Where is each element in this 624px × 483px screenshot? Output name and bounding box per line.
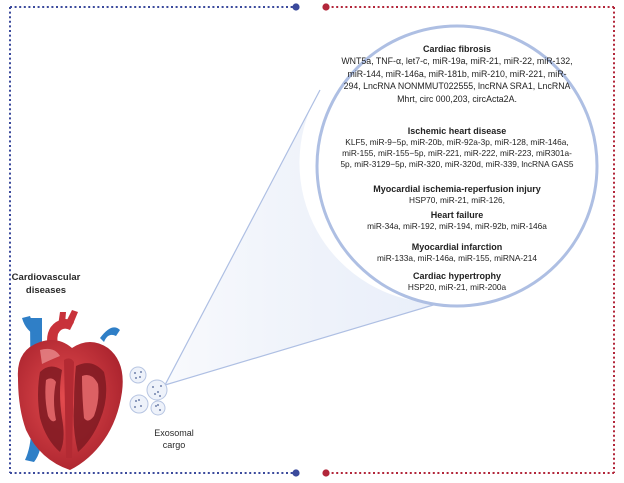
category-title: Myocardial infarction (411, 242, 503, 252)
category-items: HSP20, miR-21, miR-200a (407, 282, 507, 292)
category-cardiac-fibrosis: Cardiac fibrosis WNT5a, TNF-α, let7-c, m… (339, 44, 575, 105)
category-myocardial-ischemia-reperfusion-injury: Myocardial ischemia-reperfusion injury H… (339, 184, 575, 206)
frame-dot-bottom-blue (292, 469, 300, 477)
category-items: miR-34a, miR-192, miR-194, miR-92b, miR-… (367, 221, 547, 231)
cardiovascular-diseases-title: Cardiovascular diseases (11, 272, 81, 296)
frame-dot-top-blue (292, 3, 300, 11)
category-items: KLF5, miR-9−5p, miR-20b, miR-92a-3p, miR… (340, 137, 574, 169)
category-myocardial-infarction: Myocardial infarction miR-133a, miR-146a… (339, 242, 575, 264)
zoom-beam-edge-lower (164, 302, 441, 386)
category-items: miR-133a, miR-146a, miR-155, miRNA-214 (377, 253, 537, 263)
zoom-beam-edge-upper (164, 89, 321, 386)
category-title: Myocardial ischemia-reperfusion injury (373, 184, 541, 194)
zoom-circle (315, 24, 599, 308)
category-title: Cardiac hypertrophy (412, 271, 502, 281)
frame-border (9, 3, 615, 477)
category-ischemic-heart-disease: Ischemic heart disease KLF5, miR-9−5p, m… (339, 126, 575, 170)
heart-illustration (17, 310, 123, 470)
category-items: WNT5a, TNF-α, let7-c, miR-19a, miR-21, m… (341, 56, 573, 104)
frame-dot-bottom-red (322, 469, 330, 477)
category-title: Cardiac fibrosis (422, 44, 492, 54)
frame-dot-top-red (322, 3, 330, 11)
exosome-vesicles (129, 366, 168, 416)
exosomal-cargo-label: Exosomal cargo (154, 428, 194, 450)
category-title: Heart failure (430, 210, 484, 220)
category-cardiac-hypertrophy: Cardiac hypertrophy HSP20, miR-21, miR-2… (339, 271, 575, 293)
category-items: HSP70, miR-21, miR-126, (409, 195, 505, 205)
category-title: Ischemic heart disease (407, 126, 507, 136)
zoom-beam (165, 90, 440, 385)
category-heart-failure: Heart failure miR-34a, miR-192, miR-194,… (339, 210, 575, 232)
